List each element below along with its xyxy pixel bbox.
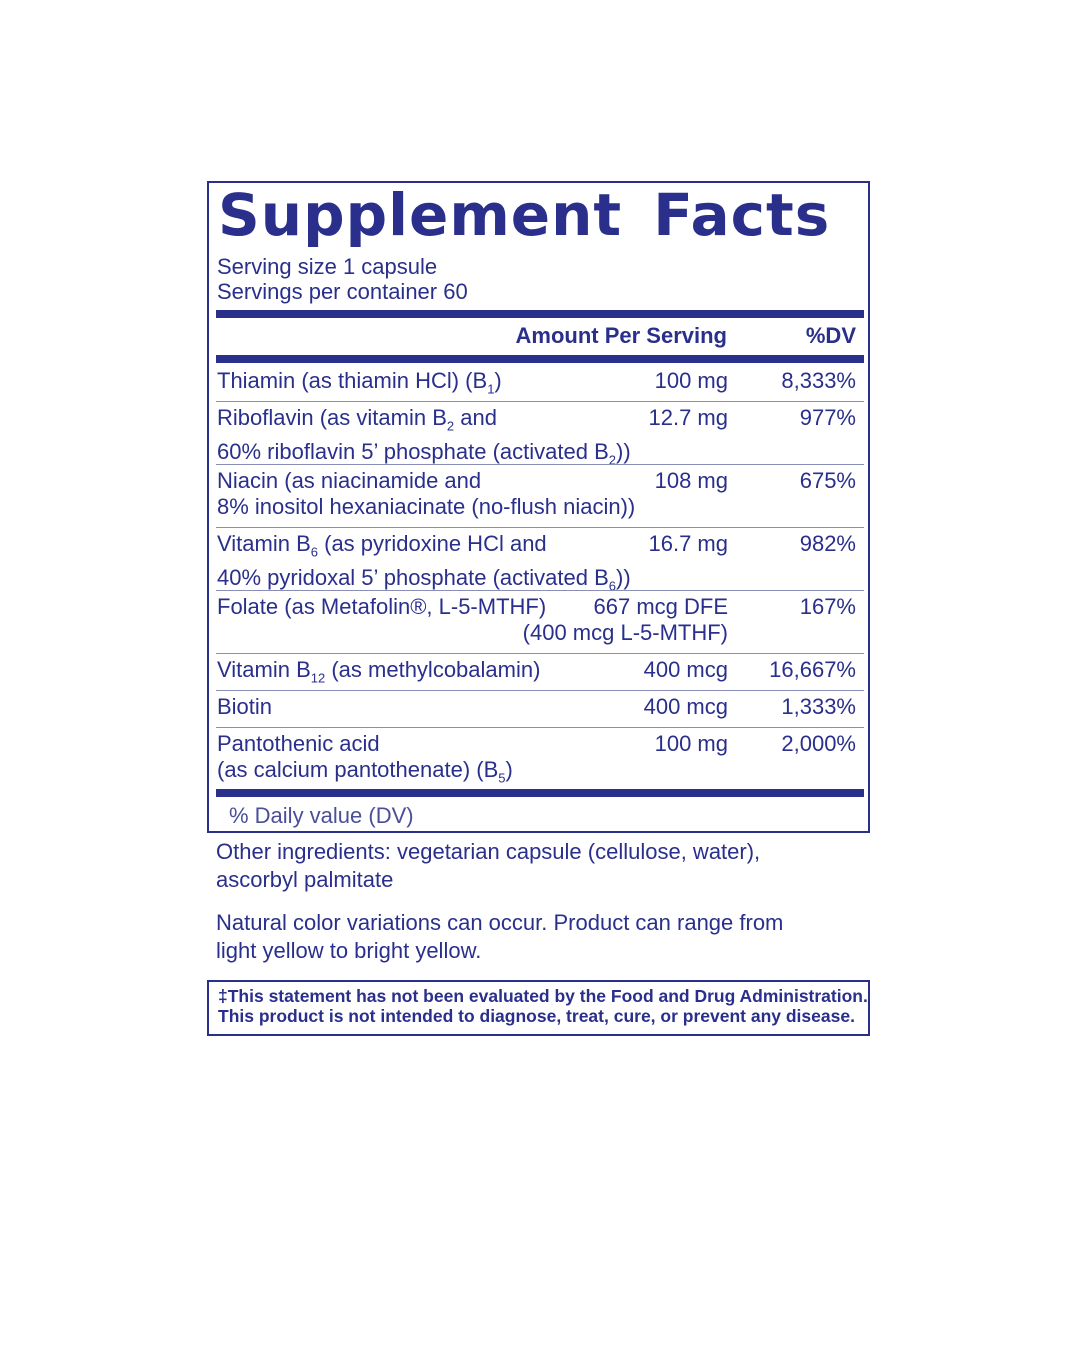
nutrient-name: Pantothenic acid(as calcium pantothenate…: [217, 731, 513, 791]
amount-per-serving: 400 mcg: [644, 694, 728, 720]
thick-rule-top: [216, 310, 864, 318]
amount-value: 400 mcg: [643, 657, 728, 682]
nutrient-name-line: Riboflavin (as vitamin B2 and: [217, 405, 497, 434]
amount-per-serving: 16.7 mg: [649, 531, 729, 557]
row-divider: [216, 590, 864, 591]
nutrient-name: Biotin: [217, 694, 272, 720]
daily-value: 977%: [799, 405, 856, 430]
nutrient-name-line: Vitamin B6 (as pyridoxine HCl and: [217, 531, 547, 560]
disclaimer-line: This product is not intended to diagnose…: [218, 1006, 855, 1026]
thick-rule-bottom: [216, 789, 864, 797]
nutrient-name-line: Niacin (as niacinamide and: [217, 468, 482, 493]
row-divider: [216, 401, 864, 402]
daily-value: 8,333%: [781, 368, 856, 393]
nutrient-name-line: Folate (as Metafolin®, L-5-MTHF): [217, 594, 547, 619]
daily-value: 2,000%: [781, 731, 856, 756]
nutrient-name-line: 8% inositol hexaniacinate (no-flush niac…: [217, 494, 636, 519]
amount-value: 12.7 mg: [648, 405, 729, 430]
amount-value: 16.7 mg: [648, 531, 729, 556]
nutrient-name: Vitamin B12 (as methylcobalamin): [217, 657, 540, 691]
nutrient-name-line: Pantothenic acid: [217, 731, 380, 756]
disclaimer-line: ‡This statement has not been evaluated b…: [218, 986, 868, 1006]
amount-per-serving: 400 mcg: [644, 657, 728, 683]
nutrient-name: Thiamin (as thiamin HCl) (B1): [217, 368, 502, 402]
daily-value: 16,667%: [769, 657, 856, 682]
row-divider: [216, 527, 864, 528]
servings-per-container: Servings per container 60: [217, 279, 468, 304]
fda-disclaimer: ‡This statement has not been evaluated b…: [207, 980, 870, 1036]
nutrient-name-line: 60% riboflavin 5’ phosphate (activated B…: [217, 439, 631, 468]
amount-per-serving: 108 mg: [655, 468, 728, 494]
other-ingredients-line: Other ingredients: vegetarian capsule (c…: [216, 839, 761, 864]
other-ingredients-line: ascorbyl palmitate: [216, 867, 394, 892]
row-divider: [216, 690, 864, 691]
other-ingredients: Other ingredients: vegetarian capsule (c…: [216, 838, 816, 894]
nutrient-name: Vitamin B6 (as pyridoxine HCl and 40% pyr…: [217, 531, 631, 600]
nutrient-name-line: Thiamin (as thiamin HCl) (B1): [217, 368, 502, 397]
daily-value: 982%: [799, 531, 856, 556]
nutrient-name: Folate (as Metafolin®, L-5-MTHF): [217, 594, 546, 620]
amount-per-serving: 667 mcg DFE(400 mcg L-5-MTHF): [523, 594, 728, 646]
amount-per-serving: 100 mg: [655, 731, 728, 757]
color-note-line: Natural color variations can occur. Prod…: [216, 910, 784, 935]
nutrient-name-line: 40% pyridoxal 5’ phosphate (activated B6…: [217, 565, 631, 594]
row-divider: [216, 653, 864, 654]
amount-per-serving: 12.7 mg: [649, 405, 729, 431]
amount-value: 667 mcg DFE: [593, 594, 729, 619]
nutrient-name: Riboflavin (as vitamin B2 and 60% ribofla…: [217, 405, 631, 474]
dv-header: %DV: [805, 323, 856, 348]
amount-value: 108 mg: [654, 468, 728, 493]
row-divider: [216, 464, 864, 465]
daily-value: 167%: [799, 594, 856, 619]
daily-value: 1,333%: [781, 694, 856, 719]
panel-title: Supplement Facts: [218, 181, 831, 249]
amount-value: 100 mg: [654, 368, 728, 393]
amount-subvalue: (400 mcg L-5-MTHF): [522, 620, 728, 645]
nutrient-name-line: (as calcium pantothenate) (B5): [217, 757, 513, 786]
amount-value: 100 mg: [654, 731, 728, 756]
color-note-line: light yellow to bright yellow.: [216, 938, 482, 963]
nutrient-name-line: Vitamin B12 (as methylcobalamin): [217, 657, 541, 686]
row-divider: [216, 727, 864, 728]
thick-rule-header: [216, 355, 864, 363]
color-variation-note: Natural color variations can occur. Prod…: [216, 909, 816, 965]
amount-value: 400 mcg: [643, 694, 728, 719]
amount-per-serving-header: Amount Per Serving: [515, 323, 727, 348]
supplement-facts-panel: Supplement Facts Serving size 1 capsule …: [207, 181, 870, 833]
amount-per-serving: 100 mg: [655, 368, 728, 394]
daily-value: 675%: [799, 468, 856, 493]
nutrient-name-line: Biotin: [217, 694, 273, 719]
serving-size: Serving size 1 capsule: [217, 254, 438, 279]
dv-footnote: % Daily value (DV): [229, 803, 414, 828]
